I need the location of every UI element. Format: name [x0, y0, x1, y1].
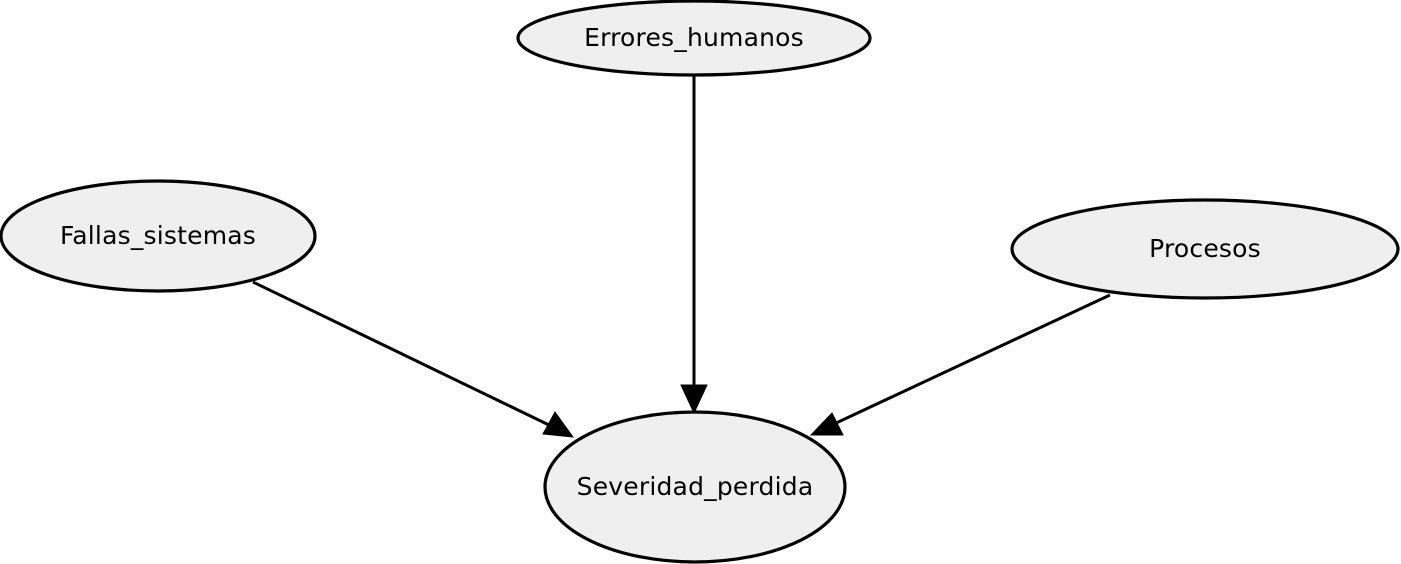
node-errores-humanos[interactable]: Errores_humanos [516, 0, 872, 77]
edge-procesos-to-severidad-perdida[interactable] [809, 293, 1111, 436]
arrowhead-icon [680, 384, 708, 415]
arrowhead-icon [809, 412, 844, 436]
node-fallas-sistemas[interactable]: Fallas_sistemas [0, 179, 317, 293]
node-shape [543, 410, 847, 564]
node-label: Errores_humanos [584, 23, 804, 52]
node-shape [1010, 198, 1400, 300]
node-shape [516, 0, 872, 77]
edge-line [252, 280, 552, 428]
edge-errores-humanos-to-severidad-perdida[interactable] [680, 75, 708, 415]
node-severidad-perdida[interactable]: Severidad_perdida [543, 410, 847, 564]
arrowhead-icon [542, 411, 575, 438]
edge-fallas-sistemas-to-severidad-perdida[interactable] [252, 280, 575, 438]
node-label: Fallas_sistemas [60, 221, 256, 250]
node-procesos[interactable]: Procesos [1010, 198, 1400, 300]
node-label: Procesos [1149, 234, 1261, 263]
edges-layer [252, 75, 1111, 438]
node-label: Severidad_perdida [577, 472, 814, 501]
node-shape [0, 179, 317, 293]
edge-line [833, 293, 1111, 426]
